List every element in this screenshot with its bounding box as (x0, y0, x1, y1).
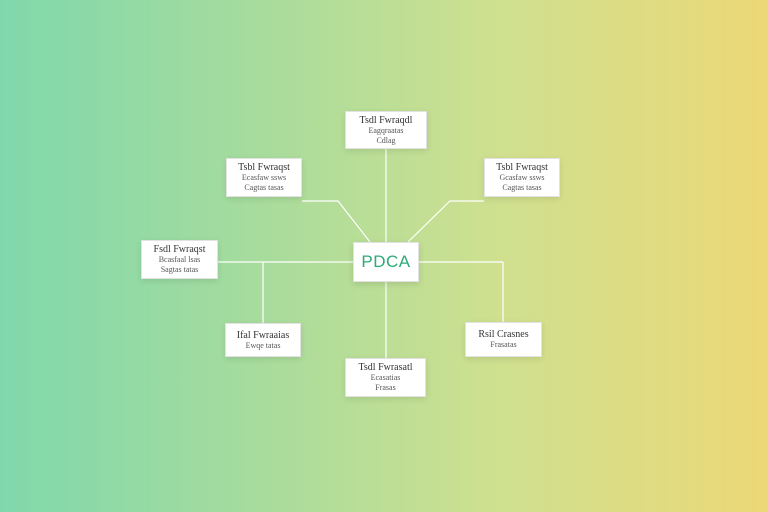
node-top-line-2: Eagqraatas (368, 125, 404, 135)
node-lower-left-line-2: Ewqe tatas (245, 340, 281, 350)
center-label: PDCA (361, 252, 411, 271)
node-middle-left-line-3: Sagtas tatas (160, 265, 199, 274)
line-upper-right (407, 200, 484, 243)
node-upper-right-line-3: Cagtas tasas (502, 183, 542, 192)
line-upper-left (302, 200, 371, 243)
node-upper-left-line-3: Cagtas tasas (244, 183, 284, 192)
node-upper-left: Tsbl Fwraqst Ecasfaw ssws Cagtas tasas (226, 158, 302, 197)
node-upper-right: Tsbl Fwraqst Gcasfaw ssws Cagtas tasas (484, 158, 560, 197)
node-top: Tsdl Fwraqdl Eagqraatas Cdlag (345, 111, 427, 149)
node-bottom-line-3: Frasas (375, 383, 396, 392)
node-upper-left-line-2: Ecasfaw ssws (241, 173, 287, 182)
node-upper-right-line-2: Gcasfaw ssws (499, 173, 545, 182)
node-top-line-3: Cdlag (376, 135, 396, 145)
node-lower-right-line-1: Rsil Crasnes (478, 329, 529, 340)
node-top-line-1: Tsdl Fwraqdl (359, 114, 413, 126)
node-lower-right: Rsil Crasnes Frasatas (465, 322, 542, 357)
node-lower-left: Ifal Fwraaias Ewqe tatas (225, 323, 301, 357)
node-middle-left-line-1: Fsdl Fwraqst (153, 244, 206, 255)
node-bottom-line-1: Tsdl Fwrasatl (358, 362, 413, 373)
node-upper-right-line-1: Tsbl Fwraqst (496, 162, 548, 173)
node-lower-left-line-1: Ifal Fwraaias (236, 329, 290, 341)
node-lower-right-line-2: Frasatas (490, 340, 517, 349)
node-bottom: Tsdl Fwrasatl Ecasatias Frasas (345, 358, 426, 397)
node-middle-left-line-2: Bcasfaal lsas (158, 255, 201, 264)
node-middle-left: Fsdl Fwraqst Bcasfaal lsas Sagtas tatas (141, 240, 218, 279)
node-bottom-line-2: Ecasatias (370, 373, 401, 382)
center-node-pdca: PDCA (353, 242, 419, 282)
node-upper-left-line-1: Tsbl Fwraqst (238, 162, 290, 173)
